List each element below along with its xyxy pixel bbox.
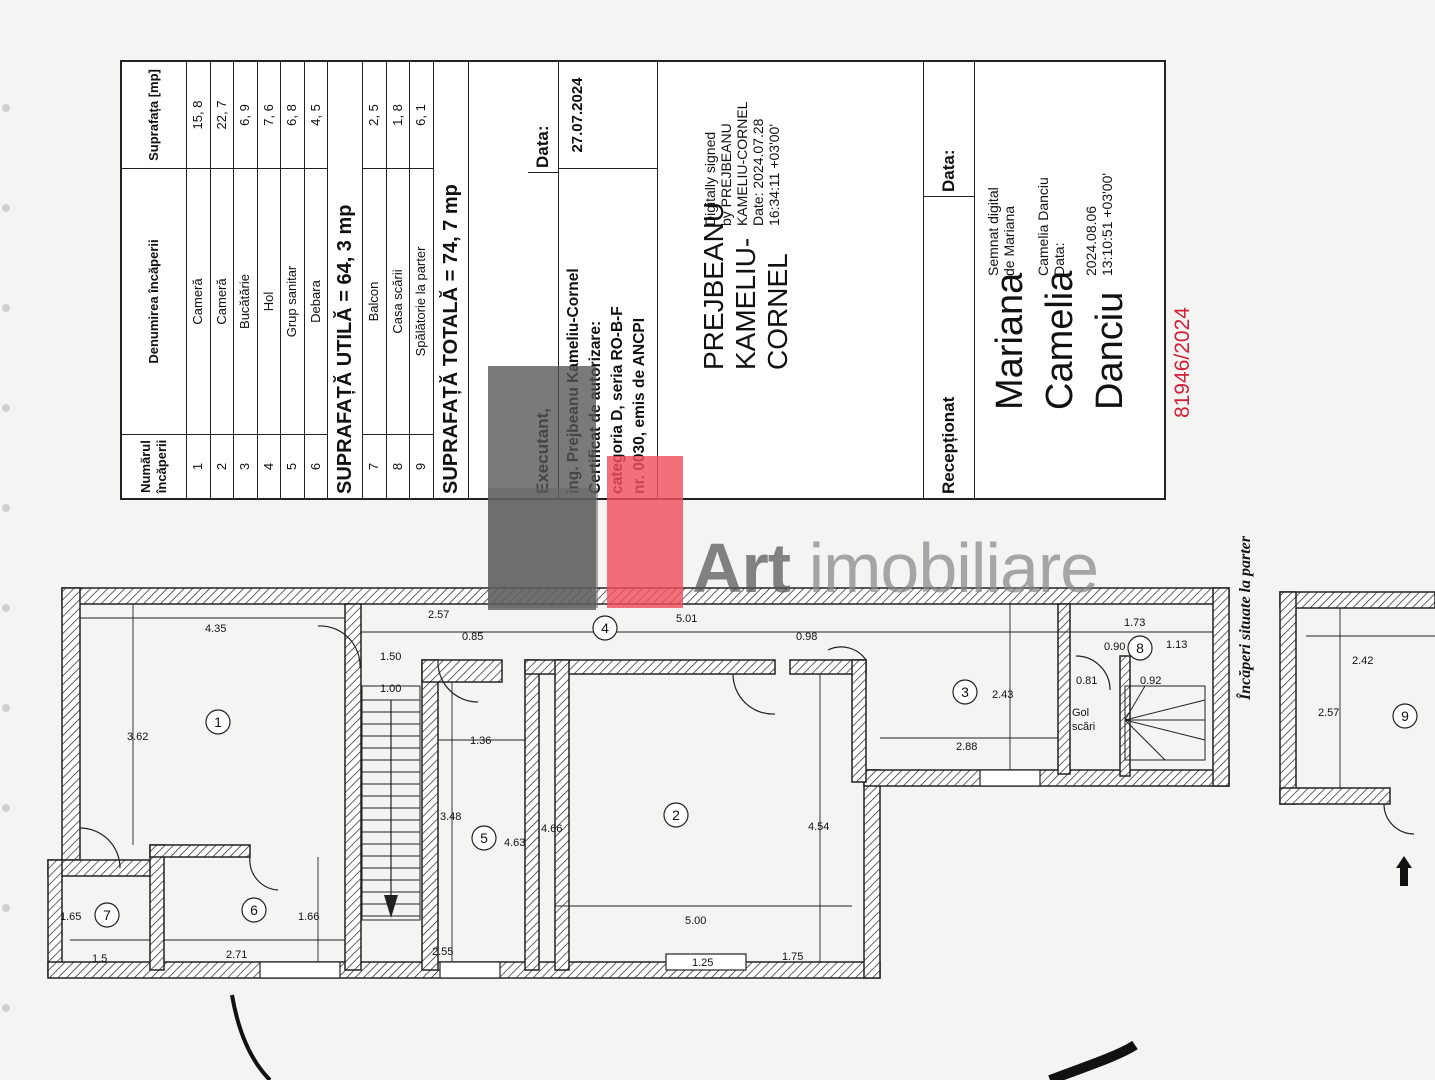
dim-4-54: 4.54 (808, 821, 829, 833)
room-number: 6 (250, 902, 258, 918)
stair-arrow (384, 700, 398, 918)
dim-1-50: 1.50 (380, 651, 401, 663)
room-marker-circle (241, 897, 267, 923)
dim-1-13: 1.13 (1166, 639, 1187, 651)
watermark-logo-grey-base (488, 488, 598, 608)
exterior-walls (47, 587, 1435, 979)
dim-1-73: 1.73 (1124, 617, 1145, 629)
room-number: 5 (480, 830, 488, 846)
room-marker-circle (663, 802, 689, 828)
dim-2-88: 2.88 (956, 741, 977, 753)
dim-1-25: 1.25 (692, 957, 713, 969)
windows (259, 769, 1041, 979)
room-marker-circle (471, 825, 497, 851)
spiral-stairs (1124, 685, 1206, 761)
dim-1-66: 1.66 (298, 911, 319, 923)
dim-2-57-hall: 2.57 (428, 609, 449, 621)
dim-2-55: 2.55 (432, 946, 453, 958)
room-number: 8 (1136, 640, 1144, 656)
watermark-light: imobiliare (808, 529, 1100, 607)
doors (79, 625, 1415, 891)
room-marker-circle (592, 615, 618, 641)
watermark-text: Art imobiliare (692, 528, 1100, 608)
dim-3-62: 3.62 (127, 731, 148, 743)
dim-5-01: 5.01 (676, 613, 697, 625)
dim-2-42: 2.42 (1352, 655, 1373, 667)
dim-1-00: 1.00 (380, 683, 401, 695)
dim-4-35: 4.35 (205, 623, 226, 635)
dimension-lines (70, 604, 1435, 962)
room-number: 1 (214, 714, 222, 730)
dim-5-00: 5.00 (685, 915, 706, 927)
room-number: 2 (672, 807, 680, 823)
dim-0-85: 0.85 (462, 631, 483, 643)
room-marker-circle (94, 902, 120, 928)
gol-label: Gol (1072, 707, 1089, 719)
room-number: 3 (961, 684, 969, 700)
dim-1-36: 1.36 (470, 735, 491, 747)
stairs (361, 685, 421, 921)
room-marker-circle (1392, 703, 1418, 729)
dim-0-81: 0.81 (1076, 675, 1097, 687)
watermark-bold: Art (692, 529, 791, 607)
room-marker-circle (1127, 635, 1153, 661)
room-number: 9 (1401, 708, 1409, 724)
watermark-logo-red (607, 456, 683, 608)
dim-4-66: 4.66 (541, 823, 562, 835)
room-number: 7 (103, 907, 111, 923)
scari-label: scări (1072, 721, 1095, 733)
room-marker-circle (205, 709, 231, 735)
dim-1-5: 1.5 (92, 953, 107, 965)
dim-1-75: 1.75 (782, 951, 803, 963)
dim-1-65: 1.65 (60, 911, 81, 923)
dim-4-63: 4.63 (504, 837, 525, 849)
dim-2-57-laundry: 2.57 (1318, 707, 1339, 719)
dim-0-90: 0.90 (1104, 641, 1125, 653)
dim-2-71: 2.71 (226, 949, 247, 961)
dim-2-43: 2.43 (992, 689, 1013, 701)
dim-3-48: 3.48 (440, 811, 461, 823)
binder-holes (0, 0, 14, 1080)
room-marker-circle (952, 679, 978, 705)
room-number: 4 (601, 620, 609, 636)
dim-0-98: 0.98 (796, 631, 817, 643)
entry-arrow-icon (1396, 856, 1412, 886)
dim-0-92: 0.92 (1140, 675, 1161, 687)
